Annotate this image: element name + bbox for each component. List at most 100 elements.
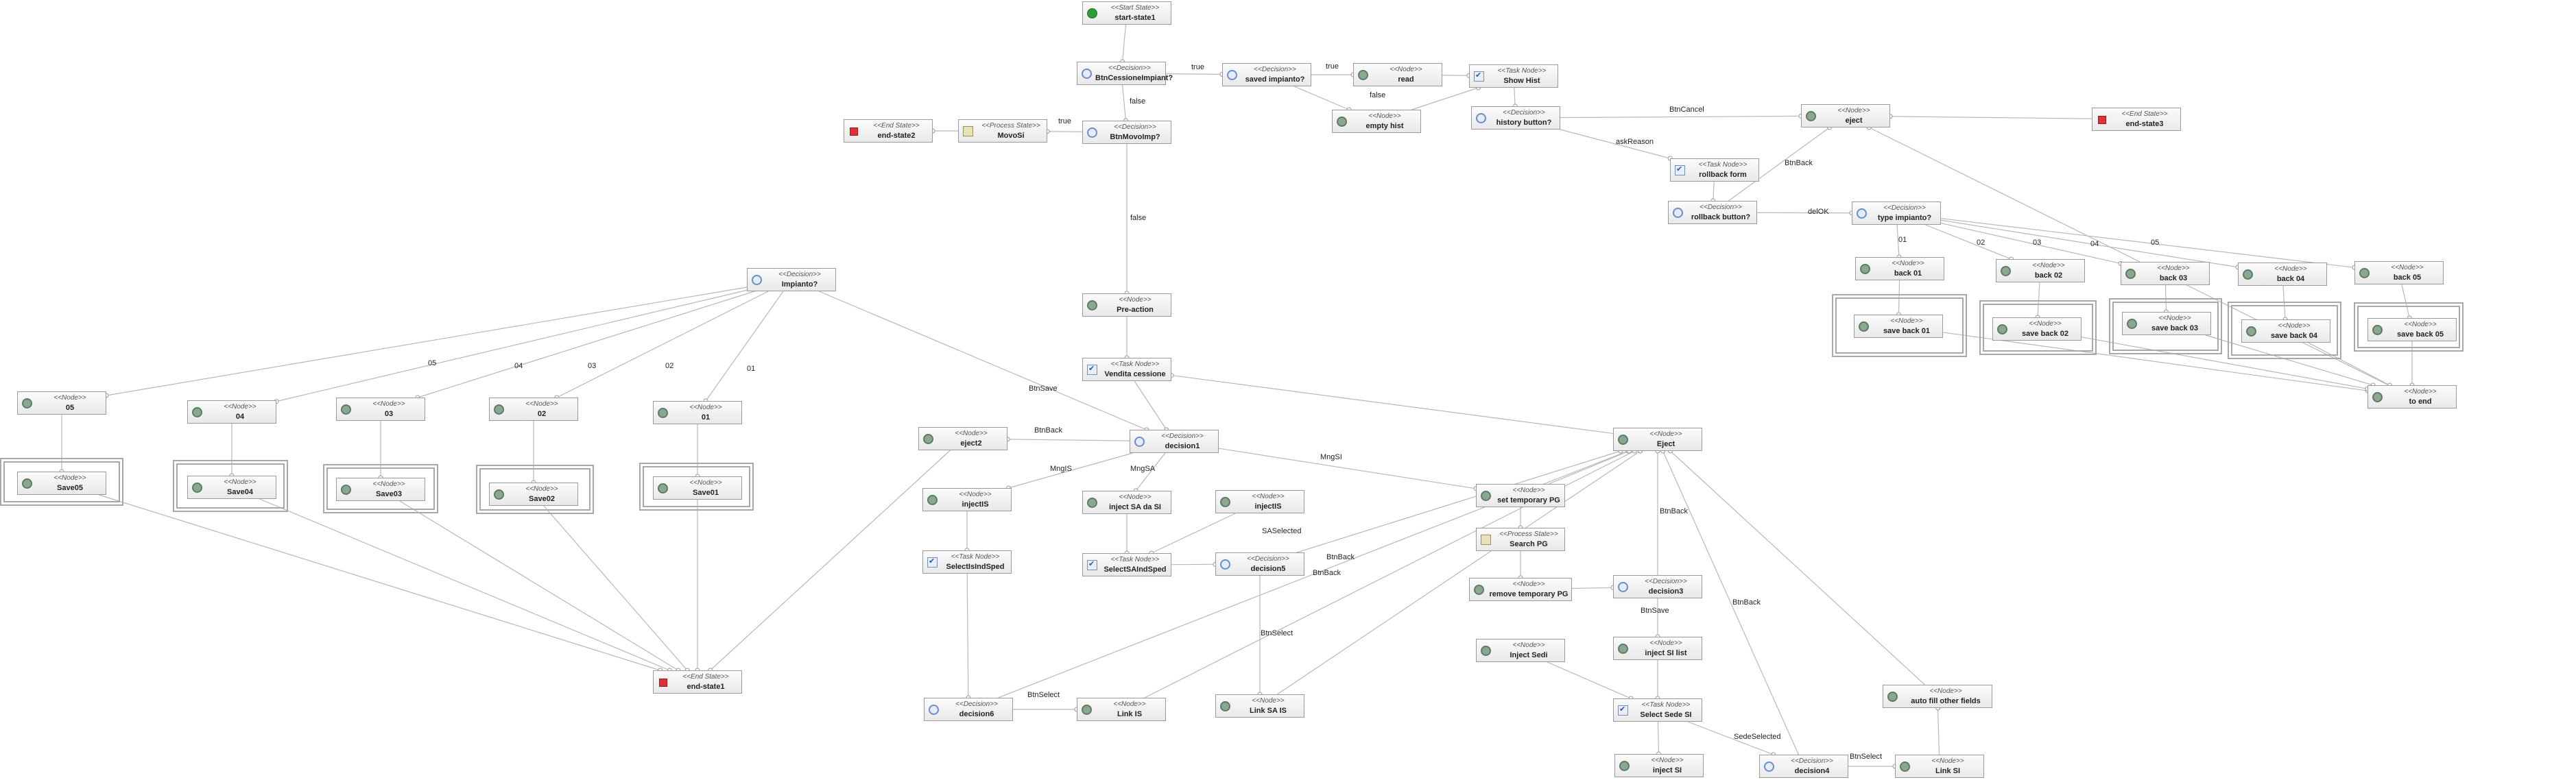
node-saveback02[interactable]: <<Node>>save back 02 [1992,317,2082,341]
node-end-state1[interactable]: <<End State>>end-state1 [653,670,742,694]
node-vendita-cessione[interactable]: <<Task Node>>Vendita cessione [1082,358,1171,381]
node-icon [1337,117,1347,127]
node-saveback01[interactable]: <<Node>>save back 01 [1854,315,1943,338]
edge-type-impianto-to-back03 [1940,223,2121,264]
node-type-impianto[interactable]: <<Decision>>type impianto? [1852,202,1941,225]
node-back02[interactable]: <<Node>>back 02 [1996,259,2085,282]
node-back05[interactable]: <<Node>>back 05 [2354,261,2444,284]
node-remove-temp-pg[interactable]: <<Node>>remove temporary PG [1469,578,1572,601]
node-rollback-form[interactable]: <<Task Node>>rollback form [1670,158,1759,182]
node-inject-sa-da-si[interactable]: <<Node>>inject SA da SI [1082,491,1171,514]
node-stereotype: <<Node>> [1931,757,1964,765]
node-saveback05[interactable]: <<Node>>save back 05 [2368,318,2457,341]
node-stereotype: <<Node>> [1119,296,1152,304]
node-start-state1[interactable]: <<Start State>>start-state1 [1082,1,1171,25]
node-name: back 03 [2159,274,2188,282]
node-icon [1220,701,1230,711]
edge-label: 05 [428,359,437,367]
node-n04[interactable]: <<Node>>04 [187,400,276,424]
edge-label: BtnBack [1732,598,1761,607]
node-BtnMovoImp[interactable]: <<Decision>>BtnMovoImp? [1082,121,1171,144]
node-stereotype: <<Decision>> [1791,757,1833,765]
edge-impianto-to-n02 [556,291,769,398]
node-decision5[interactable]: <<Decision>>decision5 [1215,552,1304,576]
edge-injectIS2-to-selectsaind [1151,513,1236,554]
node-save04[interactable]: <<Node>>Save04 [187,476,276,499]
node-link-is[interactable]: <<Node>>Link IS [1077,698,1166,721]
node-name: decision6 [959,710,994,718]
node-name: 05 [65,404,75,412]
edge-inject-sedi-to-select-sede-si [1547,661,1632,699]
node-inject-si[interactable]: <<Node>>inject SI [1614,754,1704,777]
node-eject[interactable]: <<Node>>eject [1801,104,1890,127]
node-impianto[interactable]: <<Decision>>Impianto? [747,268,836,291]
save01-frame [639,463,754,511]
node-search-pg[interactable]: <<Process State>>Search PG [1476,528,1565,551]
node-history-button[interactable]: <<Decision>>history button? [1471,106,1560,130]
node-Eject[interactable]: <<Node>>Eject [1613,428,1702,451]
node-stereotype: <<Node>> [2274,265,2307,273]
node-stereotype: <<Node>> [1368,112,1401,120]
node-n05[interactable]: <<Node>>05 [17,391,106,415]
node-save02[interactable]: <<Node>>Save02 [489,483,578,506]
node-selectsaind[interactable]: <<Task Node>>SelectSAIndSped [1082,553,1171,576]
node-BtnCessioneImpiant[interactable]: <<Decision>>BtnCessioneImpiant? [1077,62,1173,85]
node-name: Show Hist [1503,77,1540,85]
node-selectisind[interactable]: <<Task Node>>SelectIsIndSped [922,550,1012,574]
edge-label: BtnBack [1785,159,1813,167]
node-n03[interactable]: <<Node>>03 [336,398,425,421]
node-saved-impianto[interactable]: <<Decision>>saved impianto? [1222,63,1311,86]
edge-decision1-to-inject-sa-da-si [1135,452,1166,491]
node-select-sede-si[interactable]: <<Task Node>>Select Sede SI [1613,698,1702,722]
node-injectIS2[interactable]: <<Node>>injectIS [1215,490,1304,513]
node-icon [1082,705,1092,715]
node-show-hist[interactable]: <<Task Node>>Show Hist [1469,64,1558,88]
node-saveback03[interactable]: <<Node>>save back 03 [2122,312,2211,335]
node-back04[interactable]: <<Node>>back 04 [2238,263,2327,286]
node-read[interactable]: <<Node>>read [1353,63,1442,86]
node-back03[interactable]: <<Node>>back 03 [2121,262,2210,285]
node-save03[interactable]: <<Node>>Save03 [336,478,425,501]
node-inject-si-list[interactable]: <<Node>>inject SI list [1613,637,1702,660]
node-n01[interactable]: <<Node>>01 [653,401,742,424]
edge-saved-impianto-to-empty-hist [1293,86,1350,110]
edge-label: BtnSelect [1261,629,1293,637]
node-end-state3[interactable]: <<End State>>end-state3 [2092,108,2181,131]
node-auto-fill[interactable]: <<Node>>auto fill other fields [1883,685,1992,708]
node-to-end[interactable]: <<Node>>to end [2368,385,2457,409]
node-saveback04[interactable]: <<Node>>save back 04 [2241,319,2330,343]
node-empty-hist[interactable]: <<Node>>empty hist [1332,110,1421,133]
node-stereotype: <<Node>> [224,403,257,411]
node-decision6[interactable]: <<Decision>>decision6 [924,698,1013,721]
node-MovoSi[interactable]: <<Process State>>MovoSi [958,119,1047,143]
end-icon [850,127,858,136]
end-icon [659,679,667,687]
node-icon [1087,498,1097,508]
edge-label: 04 [2090,240,2099,248]
node-link-si[interactable]: <<Node>>Link SI [1895,755,1984,778]
node-pre-action[interactable]: <<Node>>Pre-action [1082,293,1171,317]
node-decision4[interactable]: <<Decision>>decision4 [1759,755,1848,778]
node-back01[interactable]: <<Node>>back 01 [1855,257,1944,280]
node-set-temporary-pg[interactable]: <<Node>>set temporary PG [1476,484,1565,507]
edge-label: BtnBack [1660,507,1688,515]
saveback05-frame [2354,302,2464,352]
node-name: save back 01 [1883,327,1930,335]
node-eject2[interactable]: <<Node>>eject2 [918,427,1007,450]
node-injectIS[interactable]: <<Node>>injectIS [922,488,1012,511]
node-n02[interactable]: <<Node>>02 [489,398,578,421]
node-stereotype: <<Node>> [1649,639,1682,647]
node-end-state2[interactable]: <<End State>>end-state2 [844,119,933,143]
node-link-sa-is[interactable]: <<Node>>Link SA IS [1215,694,1304,718]
task-icon [1087,559,1097,570]
node-name: inject SI [1652,766,1682,775]
node-icon [494,489,504,500]
node-inject-sedi[interactable]: <<Node>>Inject Sedi [1476,639,1565,662]
edge-saveback02-to-to-end [2081,337,2368,389]
edge-saveback04-to-to-end [2308,342,2390,386]
node-save05[interactable]: <<Node>>Save05 [17,472,106,495]
node-save01[interactable]: <<Node>>Save01 [653,476,742,500]
node-decision3[interactable]: <<Decision>>decision3 [1613,575,1702,598]
node-rollback-button[interactable]: <<Decision>>rollback button? [1668,201,1757,224]
node-decision1[interactable]: <<Decision>>decision1 [1130,430,1219,453]
